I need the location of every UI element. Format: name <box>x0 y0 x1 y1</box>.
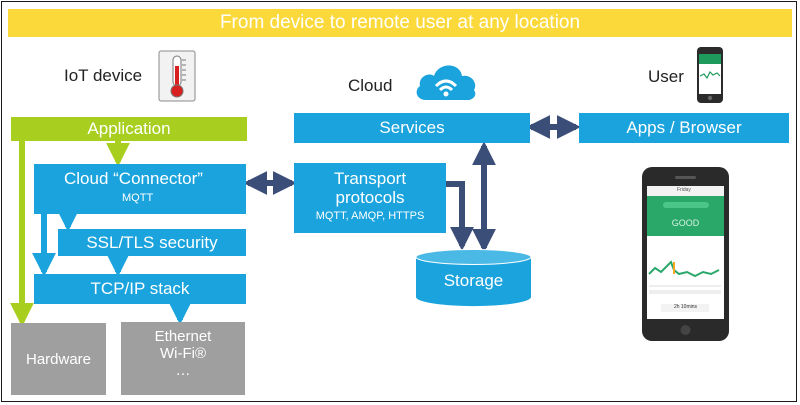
tcp-ip-box: TCP/IP stack <box>34 274 246 304</box>
network-line-2: Wi-Fi® <box>159 345 207 362</box>
transport-storage-arrow <box>446 181 474 251</box>
banner-text: From device to remote user at any locati… <box>219 12 581 33</box>
ssl-tls-label: SSL/TLS security <box>86 232 218 252</box>
phone-duration: 2h 10mins <box>673 304 698 310</box>
title-banner: From device to remote user at any locati… <box>8 9 792 37</box>
phone-status: GOOD <box>671 218 700 228</box>
apps-browser-box: Apps / Browser <box>579 113 789 143</box>
network-line-3: … <box>175 362 191 379</box>
storage-cylinder: Storage <box>415 249 532 307</box>
iot-device-heading: IoT device <box>64 66 143 85</box>
cloud-connector-box: Cloud “Connector” MQTT <box>34 164 246 214</box>
network-box: Ethernet Wi-Fi® … <box>121 322 245 395</box>
transport-sub: MQTT, AMQP, HTTPS <box>315 210 425 222</box>
services-label: Services <box>379 118 445 137</box>
transport-line-2: protocols <box>335 188 405 207</box>
smartphone-icon <box>696 46 724 104</box>
connector-title: Cloud “Connector” <box>64 169 203 188</box>
apps-browser-label: Apps / Browser <box>626 118 742 137</box>
hardware-label: Hardware <box>25 350 92 368</box>
application-box: Application <box>11 117 247 141</box>
services-box: Services <box>294 113 530 143</box>
user-heading: User <box>648 67 684 86</box>
tcp-ip-label: TCP/IP stack <box>90 279 190 298</box>
connector-sub: MQTT <box>122 192 154 204</box>
thermometer-icon <box>158 50 196 102</box>
cloud-heading: Cloud <box>348 76 393 95</box>
ssl-tls-box: SSL/TLS security <box>58 229 246 256</box>
transport-line-1: Transport <box>333 169 407 188</box>
network-line-1: Ethernet <box>154 328 212 345</box>
phone-mockup: Friday GOOD 2h 10mins <box>641 166 730 342</box>
application-label: Application <box>87 119 171 138</box>
transport-protocols-box: Transport protocols MQTT, AMQP, HTTPS <box>294 163 446 233</box>
storage-label: Storage <box>443 271 504 290</box>
phone-day: Friday <box>677 187 691 193</box>
cloud-wifi-icon <box>412 56 480 104</box>
hardware-box: Hardware <box>11 323 106 395</box>
